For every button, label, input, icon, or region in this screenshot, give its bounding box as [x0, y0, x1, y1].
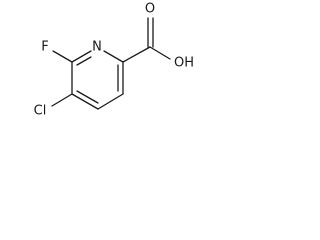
molecule-drawing: O OH N F Cl — [34, 2, 194, 119]
bond-c5-cl — [51, 93, 73, 107]
bond-c3-c4 — [97, 93, 124, 110]
atom-label-nitrogen: N — [92, 40, 102, 55]
atom-label-carbonyl-oxygen: O — [145, 2, 155, 17]
atom-label-hydroxyl: OH — [174, 56, 194, 71]
bond-c4-c5-inner — [76, 90, 99, 104]
atom-label-chlorine: Cl — [34, 104, 47, 119]
structure-diagram: O OH N F Cl — [0, 0, 206, 138]
atom-label-fluorine: F — [41, 40, 48, 55]
bond-c2-carboxyl — [122, 46, 151, 63]
bond-c6-f — [52, 50, 73, 63]
bond-carboxyl-oh — [149, 46, 171, 60]
bond-c4-c5 — [71, 93, 99, 110]
bond-c6-n-inner — [76, 56, 92, 66]
bond-n-c6 — [71, 50, 92, 63]
bond-n-c2 — [103, 50, 124, 63]
